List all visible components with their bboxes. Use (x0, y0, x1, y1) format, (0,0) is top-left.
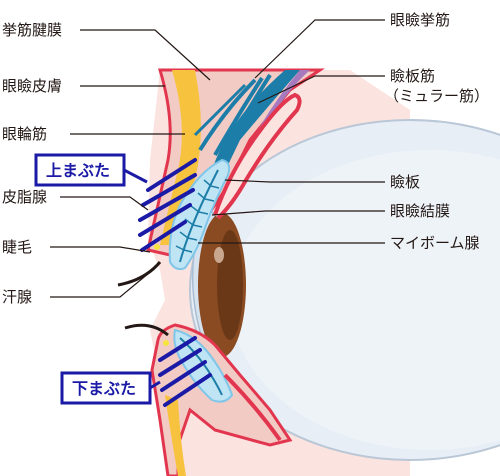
label-meibomian: マイボーム腺 (390, 234, 480, 252)
label-levator-muscle: 眼瞼挙筋 (390, 11, 450, 29)
lower-conjunctiva (223, 373, 282, 442)
label-sweat-gland: 汗腺 (2, 288, 32, 306)
label-tarsus: 瞼板 (390, 173, 420, 191)
levator-fiber-3 (228, 73, 272, 142)
label-orbicularis: 眼輪筋 (2, 125, 47, 143)
upper-gland-lines (138, 158, 197, 252)
label-conjunctiva: 眼瞼結膜 (390, 202, 450, 220)
lower-eyelash (124, 323, 169, 337)
lower-sweat-dot (163, 340, 169, 346)
label-levator-aponeurosis: 挙筋腱膜 (2, 21, 62, 39)
lower-tarsus (173, 328, 234, 403)
label-tarsal-muscle-note: （ミュラー筋） (384, 87, 489, 105)
upper-lid-label: 上まぶた (46, 161, 110, 180)
upper-meibomian-duct (179, 169, 219, 263)
iris-highlight (214, 247, 224, 263)
upper-meibomian-branches (175, 179, 220, 253)
label-tarsal-muscle: 瞼板筋 (390, 67, 435, 85)
upper-conjunctiva (213, 92, 302, 220)
lower-gland-lines (158, 336, 212, 407)
upper-lid-box (34, 153, 126, 187)
upper-lid-box-pointer (123, 168, 148, 184)
levator-fiber-2 (213, 76, 264, 156)
upper-eyelash (117, 261, 162, 287)
levator-muscle (212, 70, 300, 170)
lower-lid-label: 下まぶた (72, 379, 136, 398)
iris-shade (217, 230, 243, 340)
upper-sweat-dot (154, 244, 160, 250)
levator-fiber-4 (193, 83, 247, 137)
lower-lid-box-pointer (149, 380, 161, 390)
eyeball-inner (230, 150, 500, 450)
lower-lid-fat (165, 395, 186, 476)
label-eyelash: 睫毛 (2, 238, 32, 256)
upper-lid-fat (160, 70, 201, 245)
leader-lines (50, 19, 385, 298)
label-sebaceous-gland: 皮脂腺 (2, 188, 47, 206)
label-eyelid-skin: 眼瞼皮膚 (2, 77, 62, 95)
levator-fiber-1 (198, 78, 257, 152)
